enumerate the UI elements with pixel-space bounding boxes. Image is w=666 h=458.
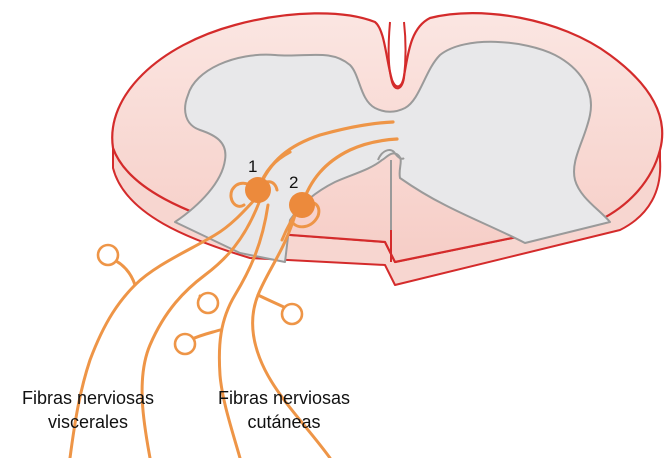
- neuron-1: [245, 177, 271, 203]
- neuron-2: [289, 192, 315, 218]
- sensory-endings: [98, 245, 302, 354]
- visceral-fibers-label-line2: viscerales: [48, 412, 128, 432]
- neuron-1-label: 1: [248, 157, 257, 176]
- cutaneous-fibers-label-line2: cutáneas: [247, 412, 320, 432]
- cutaneous-fibers-label-line1: Fibras nerviosas: [218, 388, 350, 408]
- neuron-2-label: 2: [289, 173, 298, 192]
- visceral-ending-2: [198, 293, 218, 313]
- cutaneous-ending: [282, 304, 302, 324]
- visceral-fibers-label-line1: Fibras nerviosas: [22, 388, 154, 408]
- visceral-ending-1: [98, 245, 118, 265]
- dorsal-median-sulcus: [389, 22, 406, 88]
- visceral-ending-3: [175, 334, 195, 354]
